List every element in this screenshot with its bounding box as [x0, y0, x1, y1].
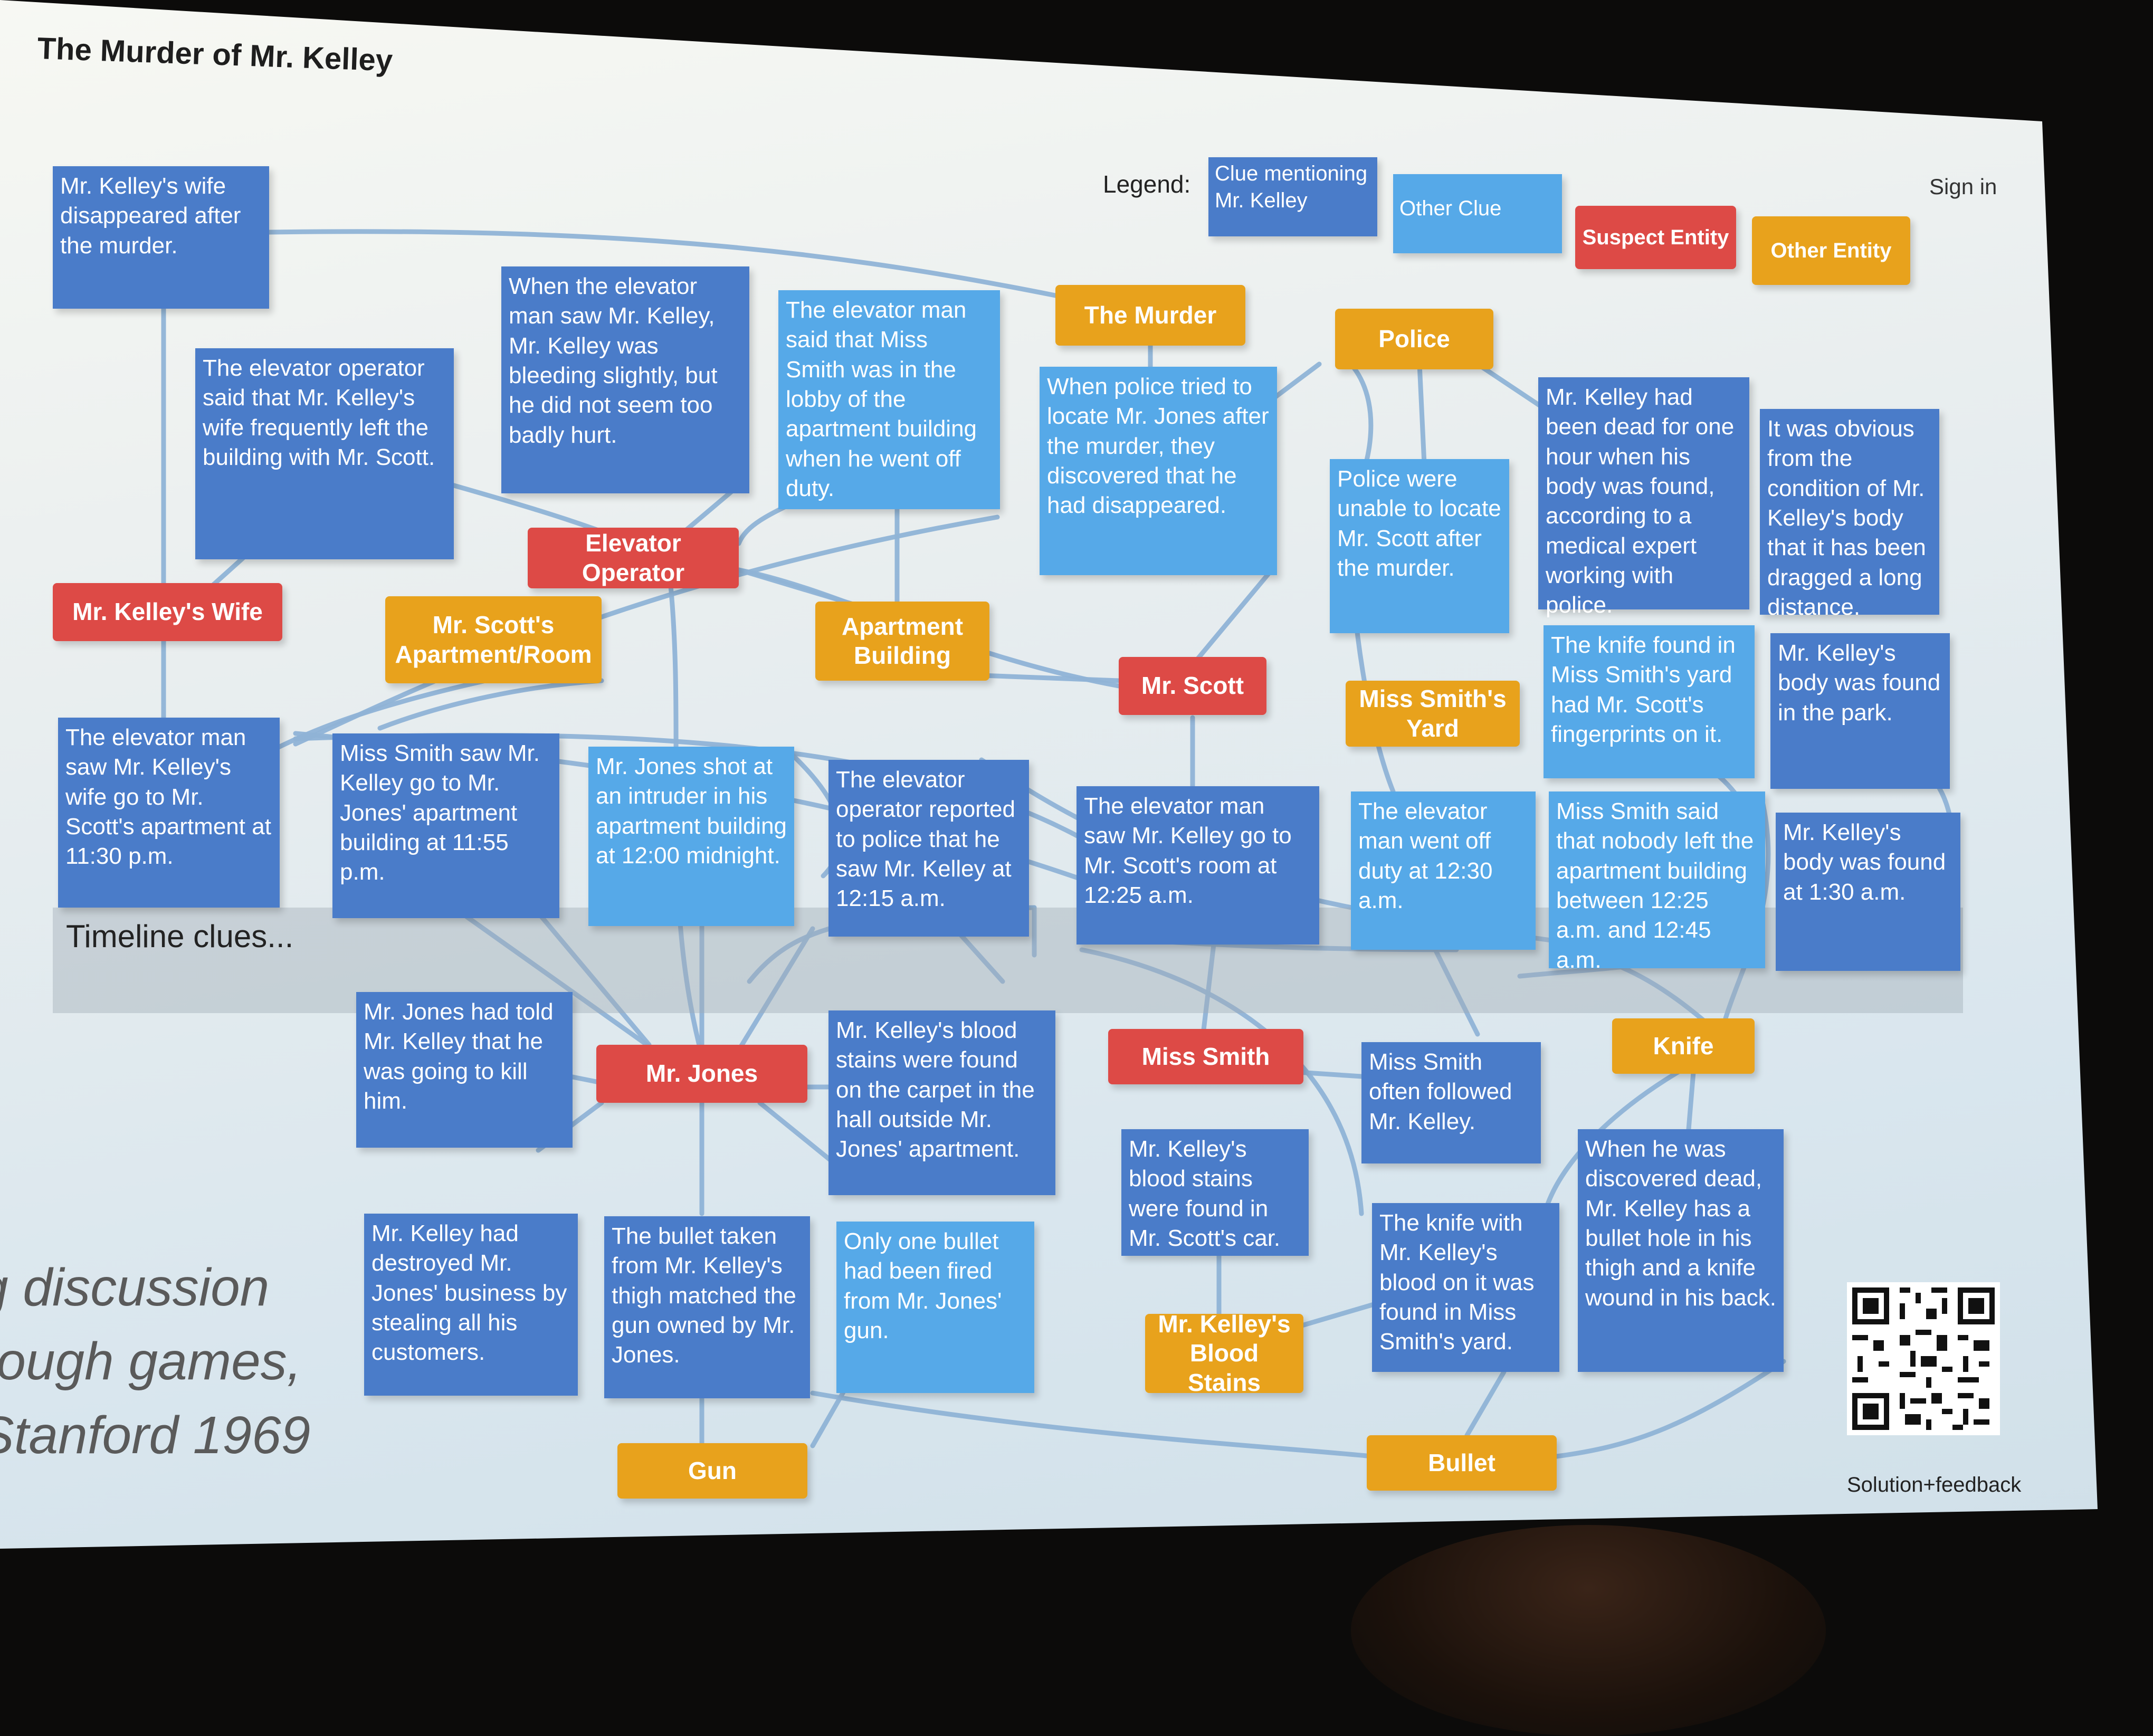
clue-wife-left-with-scott[interactable]: The elevator operator said that Mr. Kell… [195, 348, 454, 559]
entity-apartment-building[interactable]: Apartment Building [815, 602, 989, 681]
legend-item-other-clue: Other Clue [1393, 174, 1562, 253]
qr-code-icon[interactable] [1847, 1282, 2000, 1435]
caption-line-2: rough games, [0, 1332, 302, 1391]
clue-blood-hall[interactable]: Mr. Kelley's blood stains were found on … [828, 1010, 1055, 1195]
entity-miss-smiths-yard[interactable]: Miss Smith's Yard [1346, 681, 1520, 747]
clue-nobody-left[interactable]: Miss Smith said that nobody left the apa… [1549, 791, 1765, 973]
entity-mr-scotts-apartment[interactable]: Mr. Scott's Apartment/Room [385, 596, 602, 683]
clue-police-locate-jones[interactable]: When police tried to locate Mr. Jones af… [1040, 367, 1277, 575]
entity-bullet[interactable]: Bullet [1367, 1435, 1557, 1491]
clue-one-bullet[interactable]: Only one bullet had been fired from Mr. … [836, 1222, 1034, 1393]
legend-item-other-entity: Other Entity [1752, 216, 1910, 285]
caption-line-1: g discussion [0, 1258, 270, 1317]
clue-knife-fingerprints[interactable]: The knife found in Miss Smith's yard had… [1544, 625, 1755, 778]
entity-mr-scott[interactable]: Mr. Scott [1119, 657, 1266, 715]
clue-wife-disappeared[interactable]: Mr. Kelley's wife disappeared after the … [53, 166, 269, 309]
entity-mr-jones[interactable]: Mr. Jones [596, 1045, 807, 1103]
timeline-label: Timeline clues... [66, 919, 294, 954]
clue-police-unable-scott[interactable]: Police were unable to locate Mr. Scott a… [1330, 459, 1509, 633]
clue-jones-told-kill[interactable]: Mr. Jones had told Mr. Kelley that he wa… [356, 992, 573, 1148]
caption-line-3: Stanford 1969 [0, 1406, 311, 1465]
clue-jones-shot-intruder[interactable]: Mr. Jones shot at an intruder in his apa… [588, 747, 794, 926]
entity-police[interactable]: Police [1335, 309, 1493, 369]
clue-body-dragged[interactable]: It was obvious from the condition of Mr.… [1760, 409, 1939, 620]
legend-item-suspect: Suspect Entity [1575, 206, 1736, 269]
clue-blood-scott-car[interactable]: Mr. Kelley's blood stains were found in … [1121, 1129, 1309, 1256]
clue-body-in-park[interactable]: Mr. Kelley's body was found in the park. [1770, 633, 1950, 789]
clue-elevator-saw-kelley-bleeding[interactable]: When the elevator man saw Mr. Kelley, Mr… [501, 266, 749, 493]
legend-item-clue-kelley: Clue mentioning Mr. Kelley [1208, 157, 1377, 236]
entity-knife[interactable]: Knife [1612, 1018, 1755, 1074]
clue-body-found-130[interactable]: Mr. Kelley's body was found at 1:30 a.m. [1776, 813, 1960, 971]
clue-wife-to-scott-1130[interactable]: The elevator man saw Mr. Kelley's wife g… [58, 718, 280, 908]
sign-in-link[interactable]: Sign in [1929, 174, 1997, 199]
legend-label: Legend: [1103, 170, 1191, 198]
clue-smith-followed[interactable]: Miss Smith often followed Mr. Kelley. [1361, 1042, 1541, 1163]
entity-mr-kelleys-wife[interactable]: Mr. Kelley's Wife [53, 583, 282, 641]
clue-smith-saw-kelley-1155[interactable]: Miss Smith saw Mr. Kelley go to Mr. Jone… [332, 733, 559, 918]
clue-kelley-to-scott-1225[interactable]: The elevator man saw Mr. Kelley go to Mr… [1076, 786, 1319, 945]
clue-destroyed-business[interactable]: Mr. Kelley had destroyed Mr. Jones' busi… [364, 1214, 578, 1396]
clue-dead-one-hour[interactable]: Mr. Kelley had been dead for one hour wh… [1538, 377, 1749, 618]
audience-head [1351, 1525, 1826, 1736]
qr-label: Solution+feedback [1847, 1473, 2022, 1496]
entity-mr-kelleys-blood-stains[interactable]: Mr. Kelley's Blood Stains [1145, 1310, 1303, 1396]
entity-the-murder[interactable]: The Murder [1055, 285, 1245, 346]
clue-discovered-dead-bullet-knife[interactable]: When he was discovered dead, Mr. Kelley … [1578, 1129, 1784, 1372]
clue-miss-smith-lobby[interactable]: The elevator man said that Miss Smith wa… [778, 290, 1000, 509]
clue-knife-blood-yard[interactable]: The knife with Mr. Kelley's blood on it … [1372, 1203, 1559, 1372]
entity-gun[interactable]: Gun [617, 1443, 807, 1499]
clue-elevator-saw-kelley-1215[interactable]: The elevator operator reported to police… [828, 760, 1029, 937]
entity-miss-smith[interactable]: Miss Smith [1108, 1029, 1303, 1084]
projected-slide: The Murder of Mr. Kelley Legend: Clue me… [0, 0, 2098, 1549]
clue-bullet-matched-gun[interactable]: The bullet taken from Mr. Kelley's thigh… [604, 1216, 810, 1398]
caption-text: g discussion rough games, Stanford 1969 [0, 1251, 310, 1472]
entity-elevator-operator[interactable]: Elevator Operator [528, 528, 739, 588]
clue-elevator-off-1230[interactable]: The elevator man went off duty at 12:30 … [1351, 791, 1536, 950]
